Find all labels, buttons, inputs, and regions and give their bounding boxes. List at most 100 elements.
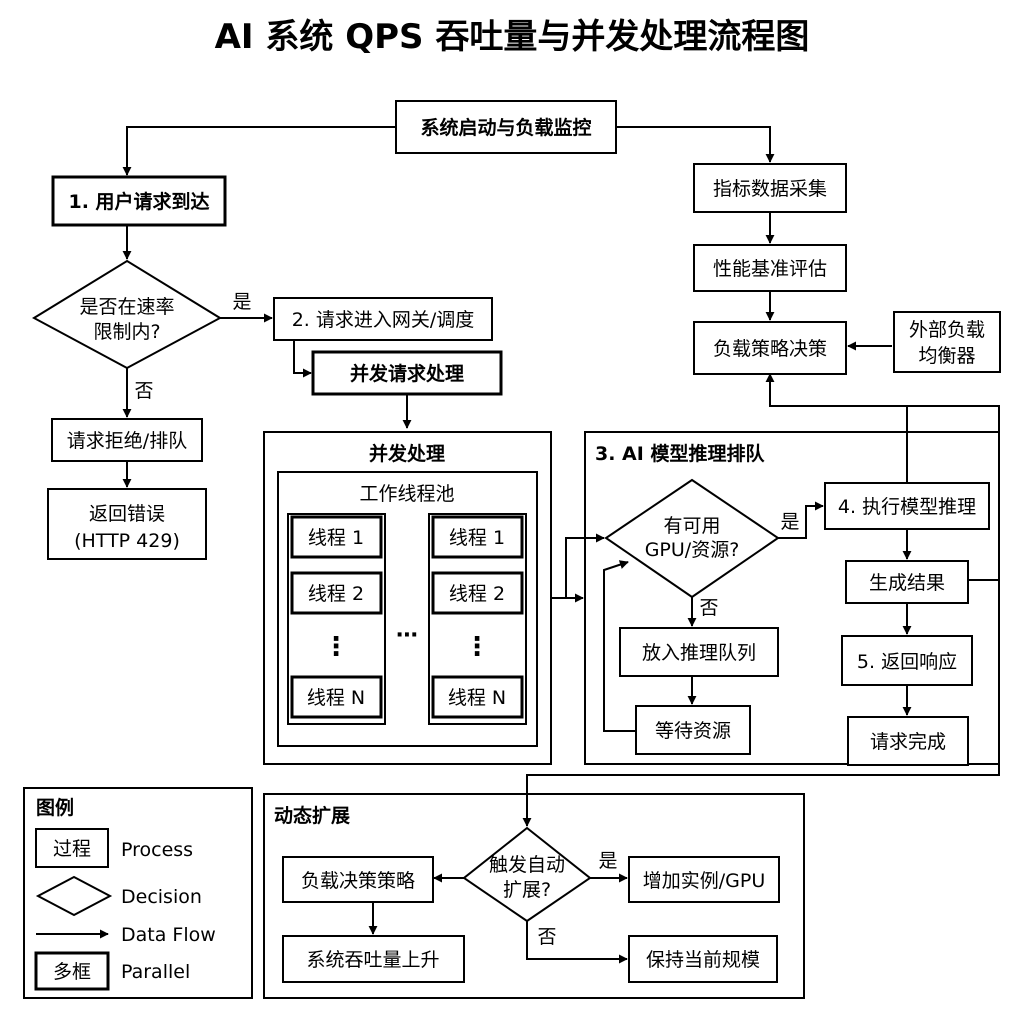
concurrent-request-node <box>311 350 503 396</box>
scale-strategy-node <box>282 856 434 903</box>
legend <box>23 787 253 999</box>
legend-parallel-box-label: 多框 <box>53 961 91 983</box>
legend-process-box-label: 过程 <box>53 838 91 860</box>
scale-strategy-label: 负载决策策略 <box>301 870 415 892</box>
edge-section-to-gpu-upper <box>565 533 605 598</box>
complete-node <box>847 716 969 766</box>
add-instance-label: 增加实例/GPU <box>643 870 766 892</box>
thread-column-right <box>428 513 527 725</box>
legend-process-label: Process <box>121 839 193 861</box>
metrics-node <box>693 163 847 213</box>
thread-left-1-label: 线程 1 <box>308 527 364 549</box>
thread-right-ellipsis: ⋮ <box>464 632 490 662</box>
thread-right-1 <box>431 515 524 559</box>
legend-parallel-label: Parallel <box>121 961 190 983</box>
respond-node <box>841 635 973 686</box>
thread-right-1-label: 线程 1 <box>449 527 505 549</box>
thread-left-ellipsis: ⋮ <box>323 632 349 662</box>
legend-parallel-swatch <box>34 951 110 991</box>
inference-section <box>584 431 1000 765</box>
edge-scale-to-keep <box>526 921 628 964</box>
rate-limit-label-1: 是否在速率 <box>79 296 174 318</box>
thread-pool-title: 工作线程池 <box>359 483 454 505</box>
gpu-label-2: GPU/资源? <box>645 539 740 561</box>
enqueue-label: 放入推理队列 <box>642 642 756 664</box>
metrics-label: 指标数据采集 <box>713 178 827 200</box>
benchmark-node <box>693 244 847 292</box>
connectors <box>122 126 1000 964</box>
user-request-label: 1. 用户请求到达 <box>68 190 209 213</box>
gateway-node <box>273 297 493 341</box>
execute-label: 4. 执行模型推理 <box>838 496 976 518</box>
gateway-label: 2. 请求进入网关/调度 <box>292 309 475 331</box>
legend-process-swatch <box>35 828 109 868</box>
edge-start-to-metrics <box>616 126 775 163</box>
inference-section-title: 3. AI 模型推理排队 <box>595 442 765 465</box>
thread-right-2-label: 线程 2 <box>449 583 505 605</box>
error-label-2: (HTTP 429) <box>74 530 180 552</box>
start-node-label: 系统启动与负载监控 <box>420 116 591 139</box>
external-lb-label-2: 均衡器 <box>918 345 975 367</box>
thread-left-n <box>290 675 383 719</box>
edge-inference-to-scaling <box>522 764 1000 827</box>
scale-decision <box>462 826 592 923</box>
legend-flow-label: Data Flow <box>121 924 216 946</box>
execute-node <box>824 482 990 530</box>
reject-node <box>51 418 203 462</box>
edge-start-to-request <box>122 126 396 176</box>
external-lb-label-1: 外部负载 <box>909 319 985 341</box>
rate-limit-decision <box>31 259 223 370</box>
error-node <box>47 488 207 560</box>
throughput-label: 系统吞吐量上升 <box>306 949 439 971</box>
edge-feedback-to-strategy <box>765 373 1000 432</box>
throughput-node <box>282 935 465 983</box>
rate-limit-label-2: 限制内? <box>93 321 160 343</box>
scale-yes: 是 <box>598 850 617 872</box>
scaling-section <box>263 793 805 999</box>
scale-label-1: 触发自动 <box>489 854 565 876</box>
rate-limit-no: 否 <box>134 380 153 402</box>
wait-node <box>635 705 751 755</box>
legend-decision-swatch <box>35 875 113 917</box>
scale-no: 否 <box>537 926 556 948</box>
user-request-node <box>51 175 227 227</box>
thread-left-1 <box>290 515 383 559</box>
thread-left-2-label: 线程 2 <box>308 583 364 605</box>
benchmark-label: 性能基准评估 <box>713 258 827 280</box>
external-lb-node <box>893 311 1001 373</box>
rate-limit-yes: 是 <box>232 291 251 313</box>
reject-label: 请求拒绝/排队 <box>67 430 187 452</box>
thread-column-ellipsis: ⋯ <box>396 623 418 648</box>
wait-label: 等待资源 <box>655 720 731 742</box>
gpu-label-1: 有可用 <box>663 515 720 537</box>
thread-left-2 <box>290 571 383 615</box>
scale-label-2: 扩展? <box>503 879 551 901</box>
keep-scale-node <box>628 935 778 983</box>
edge-gateway-to-concurrent <box>293 340 312 378</box>
page-title: AI 系统 QPS 吞吐量与并发处理流程图 <box>215 17 810 57</box>
result-node <box>845 560 969 604</box>
edge-gpu-to-execute <box>778 501 824 539</box>
legend-title: 图例 <box>36 796 74 819</box>
thread-column-left <box>287 513 386 725</box>
thread-left-n-label: 线程 N <box>307 687 365 709</box>
strategy-label: 负载策略决策 <box>713 338 827 360</box>
gpu-decision <box>604 478 780 599</box>
complete-label: 请求完成 <box>870 731 946 753</box>
legend-decision-label: Decision <box>121 886 202 908</box>
scaling-section-title: 动态扩展 <box>274 804 350 827</box>
error-label-1: 返回错误 <box>89 503 165 525</box>
thread-right-n <box>431 675 524 719</box>
edge-result-feedback <box>968 432 1000 581</box>
gpu-yes: 是 <box>780 511 799 533</box>
keep-scale-label: 保持当前规模 <box>646 949 760 971</box>
concurrent-request-label: 并发请求处理 <box>350 362 464 385</box>
concurrent-section-title: 并发处理 <box>369 442 445 465</box>
edge-wait-to-gpu <box>603 560 636 732</box>
thread-pool <box>277 471 538 747</box>
thread-right-n-label: 线程 N <box>448 687 506 709</box>
gpu-no: 否 <box>699 597 718 619</box>
thread-right-2 <box>431 571 524 615</box>
strategy-node <box>693 321 847 375</box>
